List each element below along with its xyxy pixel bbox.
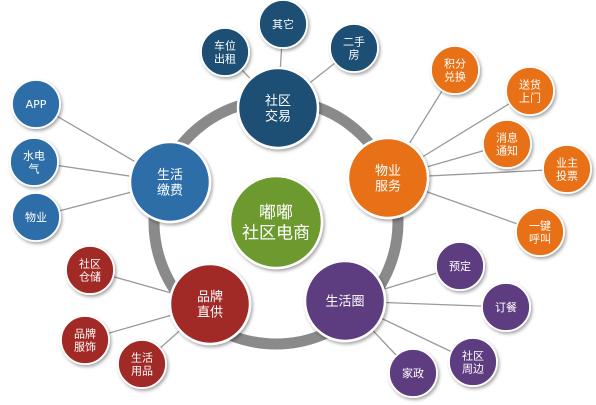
leaf-pay-2-label-2: 气 (29, 162, 40, 176)
leaf-property-4-label-2: 投票 (556, 169, 578, 183)
leaf-trade-1 (200, 27, 250, 77)
leaf-brand-1-label-2: 仓储 (79, 270, 101, 284)
hub-life (303, 259, 387, 343)
leaf-life-3-label-2: 周边 (462, 363, 484, 376)
leaf-property-3 (482, 119, 532, 169)
hub-trade (236, 66, 320, 150)
hub-pay-label-1: 生活 (157, 168, 183, 183)
leaf-trade-3 (329, 23, 379, 73)
leaf-brand-2-label-2: 服饰 (74, 340, 96, 354)
leaf-life-2-label-1: 订餐 (495, 300, 517, 314)
leaf-brand-2-label-1: 品牌 (74, 326, 96, 340)
leaf-pay-3-label-1: 物业 (25, 210, 47, 224)
leaf-trade-2 (258, 0, 308, 49)
leaf-property-5-label-2: 呼叫 (529, 233, 551, 246)
leaf-property-2 (505, 66, 555, 116)
hub-pay-label-2: 缴费 (157, 184, 183, 199)
leaf-pay-1-label-1: APP (26, 98, 47, 111)
leaf-pay-1 (11, 79, 61, 129)
hub-trade-label-1: 社区 (265, 93, 291, 109)
center-node-label-2: 社区电商 (242, 223, 310, 243)
leaf-life-3-label-1: 社区 (462, 348, 484, 362)
leaf-property-1-label-1: 积分 (444, 57, 466, 70)
leaf-life-4-label-1: 家政 (402, 366, 424, 380)
leaf-property-4-label-1: 业主 (556, 156, 578, 169)
hub-pay (128, 140, 212, 224)
leaf-brand-1 (65, 245, 115, 295)
leaf-life-3 (448, 337, 498, 387)
hub-brand (168, 262, 252, 346)
leaf-property-3-label-2: 通知 (496, 144, 518, 158)
hub-trade-label-2: 交易 (265, 109, 291, 125)
leaf-property-2-label-2: 上门 (519, 91, 541, 105)
hub-brand-label-2: 直供 (197, 306, 223, 321)
hub-property-label-2: 服务 (375, 179, 401, 195)
leaf-trade-2-label-1: 其它 (272, 17, 294, 31)
leaf-trade-3-label-1: 二手 (343, 34, 365, 48)
leaf-pay-2-label-1: 水电 (23, 149, 45, 162)
diagram-nodes: 嘟嘟社区电商社区交易车位出租其它二手房生活缴费APP水电气物业物业服务积分兑换送… (9, 0, 592, 398)
leaf-brand-3-label-2: 用品 (131, 365, 153, 378)
leaf-pay-3 (11, 192, 61, 242)
leaf-property-4 (542, 144, 592, 194)
leaf-life-1-label-1: 预定 (449, 259, 471, 273)
hub-life-label-1: 生活圈 (325, 295, 364, 310)
leaf-brand-2 (60, 315, 110, 365)
leaf-property-2-label-1: 送货 (519, 77, 541, 91)
leaf-life-4 (388, 348, 438, 398)
leaf-property-5-label-1: 一键 (529, 218, 551, 232)
leaf-brand-1-label-1: 社区 (79, 256, 101, 270)
leaf-life-2 (481, 282, 531, 332)
leaf-property-1-label-2: 兑换 (444, 70, 466, 84)
leaf-brand-3 (117, 339, 167, 389)
center-node-label-1: 嘟嘟 (259, 203, 293, 223)
hub-property (346, 136, 430, 220)
leaf-property-3-label-1: 消息 (496, 130, 518, 144)
center-node (228, 174, 324, 270)
leaf-trade-1-label-1: 车位 (214, 38, 236, 52)
leaf-life-1 (435, 241, 485, 291)
leaf-property-5 (515, 207, 565, 257)
leaf-trade-3-label-2: 房 (349, 49, 360, 62)
hub-brand-label-1: 品牌 (197, 289, 223, 305)
leaf-property-1 (430, 45, 480, 95)
leaf-trade-1-label-2: 出租 (214, 52, 236, 66)
leaf-pay-2 (9, 137, 59, 187)
hub-property-label-1: 物业 (375, 164, 401, 179)
leaf-brand-3-label-1: 生活 (131, 350, 153, 364)
